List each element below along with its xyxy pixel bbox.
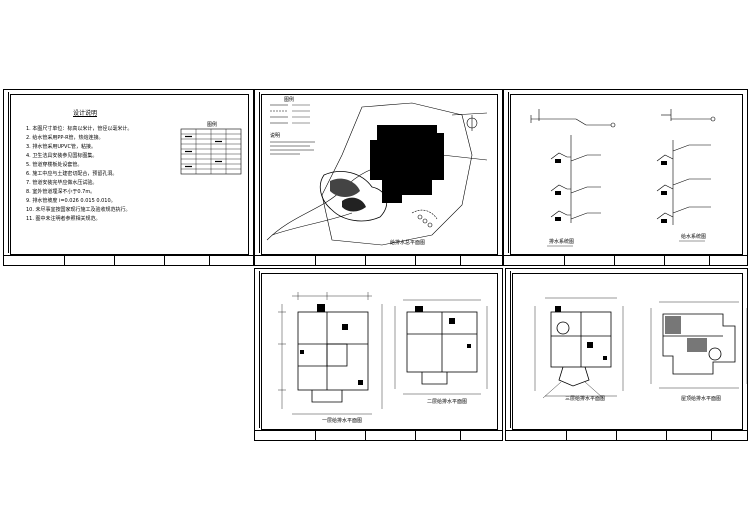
plan-title-right: 二层给排水平面图 bbox=[427, 399, 468, 405]
legend-title: 图例 bbox=[207, 122, 218, 128]
site-plan-drawing bbox=[266, 102, 488, 246]
note-line: 8. 室外管道埋深不小于0.7m。 bbox=[26, 189, 96, 195]
legend-title: 图例 bbox=[284, 97, 295, 103]
sheet-binding-strip bbox=[256, 271, 260, 428]
note-line: 11. 图中未注明者参照相关规范。 bbox=[26, 216, 101, 222]
sheet-binding-strip bbox=[5, 92, 9, 253]
sheet-site-plan[interactable]: 图例 说明 bbox=[254, 89, 503, 266]
note-line: 9. 排水管坡度 i=0.026 0.015 0.010。 bbox=[26, 198, 116, 204]
note-line: 7. 管道安装完毕应做水压试验。 bbox=[26, 180, 98, 186]
floor-plan-left bbox=[534, 297, 624, 399]
drawing-frame: 排水系统图 给水系统图 bbox=[510, 94, 743, 255]
notes-list: 1. 本图尺寸单位：标高以米计，管径以毫米计。 2. 给水管采用PP-R管，热熔连… bbox=[26, 126, 191, 225]
title-block bbox=[4, 255, 253, 265]
site-legend bbox=[270, 104, 310, 124]
riser-diagram-drawing bbox=[530, 109, 716, 247]
floor-plan-right bbox=[650, 301, 748, 389]
pond-outline bbox=[319, 171, 388, 222]
site-notes bbox=[270, 141, 315, 155]
riser-label-left: 排水系统图 bbox=[549, 239, 575, 245]
notes-title: 设计说明 bbox=[73, 110, 98, 117]
floor-plan-right bbox=[394, 299, 488, 395]
title-block bbox=[255, 255, 502, 265]
note-line: 5. 管道穿楼板处设套管。 bbox=[26, 162, 83, 168]
title-block bbox=[255, 430, 502, 440]
sheet-riser-diagram[interactable]: 排水系统图 给水系统图 bbox=[503, 89, 748, 266]
sheet-title: 给排水总平面图 bbox=[390, 240, 426, 246]
note-line: 3. 排水管采用UPVC管，粘接。 bbox=[26, 144, 96, 150]
drawing-frame: 图例 说明 bbox=[261, 94, 498, 255]
plan-title-left: 三层给排水平面图 bbox=[565, 396, 606, 402]
sheet-binding-strip bbox=[507, 271, 511, 428]
note-line: 4. 卫生洁具安装参见国标图集。 bbox=[26, 153, 98, 159]
note-line: 6. 施工中应与土建密切配合，预留孔洞。 bbox=[26, 171, 118, 177]
note-line: 2. 给水管采用PP-R管，热熔连接。 bbox=[26, 135, 104, 141]
floor-plan-left bbox=[278, 292, 383, 415]
sheet-design-notes[interactable]: 设计说明 1. 本图尺寸单位：标高以米计，管径以毫米计。 2. 给水管采用PP-R… bbox=[3, 89, 254, 266]
note-line: 1. 本图尺寸单位：标高以米计，管径以毫米计。 bbox=[26, 126, 133, 132]
note-line: 10. 未尽事宜按国家现行施工及验收规范执行。 bbox=[26, 207, 131, 213]
plan-title-left: 一层给排水平面图 bbox=[322, 418, 363, 424]
drawing-frame: 一层给排水平面图 二层给排水平面图 bbox=[261, 273, 498, 430]
main-building bbox=[370, 125, 444, 203]
legend-table bbox=[180, 128, 242, 175]
drawing-frame: 三层给排水平面图 屋顶给排水平面图 bbox=[512, 273, 748, 430]
plan-title-right: 屋顶给排水平面图 bbox=[681, 396, 722, 402]
sheet-binding-strip bbox=[256, 92, 260, 253]
title-block bbox=[506, 430, 747, 440]
drawing-frame: 设计说明 1. 本图尺寸单位：标高以米计，管径以毫米计。 2. 给水管采用PP-R… bbox=[10, 94, 249, 255]
note-title: 说明 bbox=[270, 133, 281, 139]
sheet-floor-plan-2[interactable]: 三层给排水平面图 屋顶给排水平面图 bbox=[505, 268, 748, 441]
sheet-binding-strip bbox=[505, 92, 509, 253]
sheet-floor-plan-1[interactable]: 一层给排水平面图 二层给排水平面图 bbox=[254, 268, 503, 441]
sheet-title: 给水系统图 bbox=[681, 234, 707, 240]
title-block bbox=[504, 255, 747, 265]
